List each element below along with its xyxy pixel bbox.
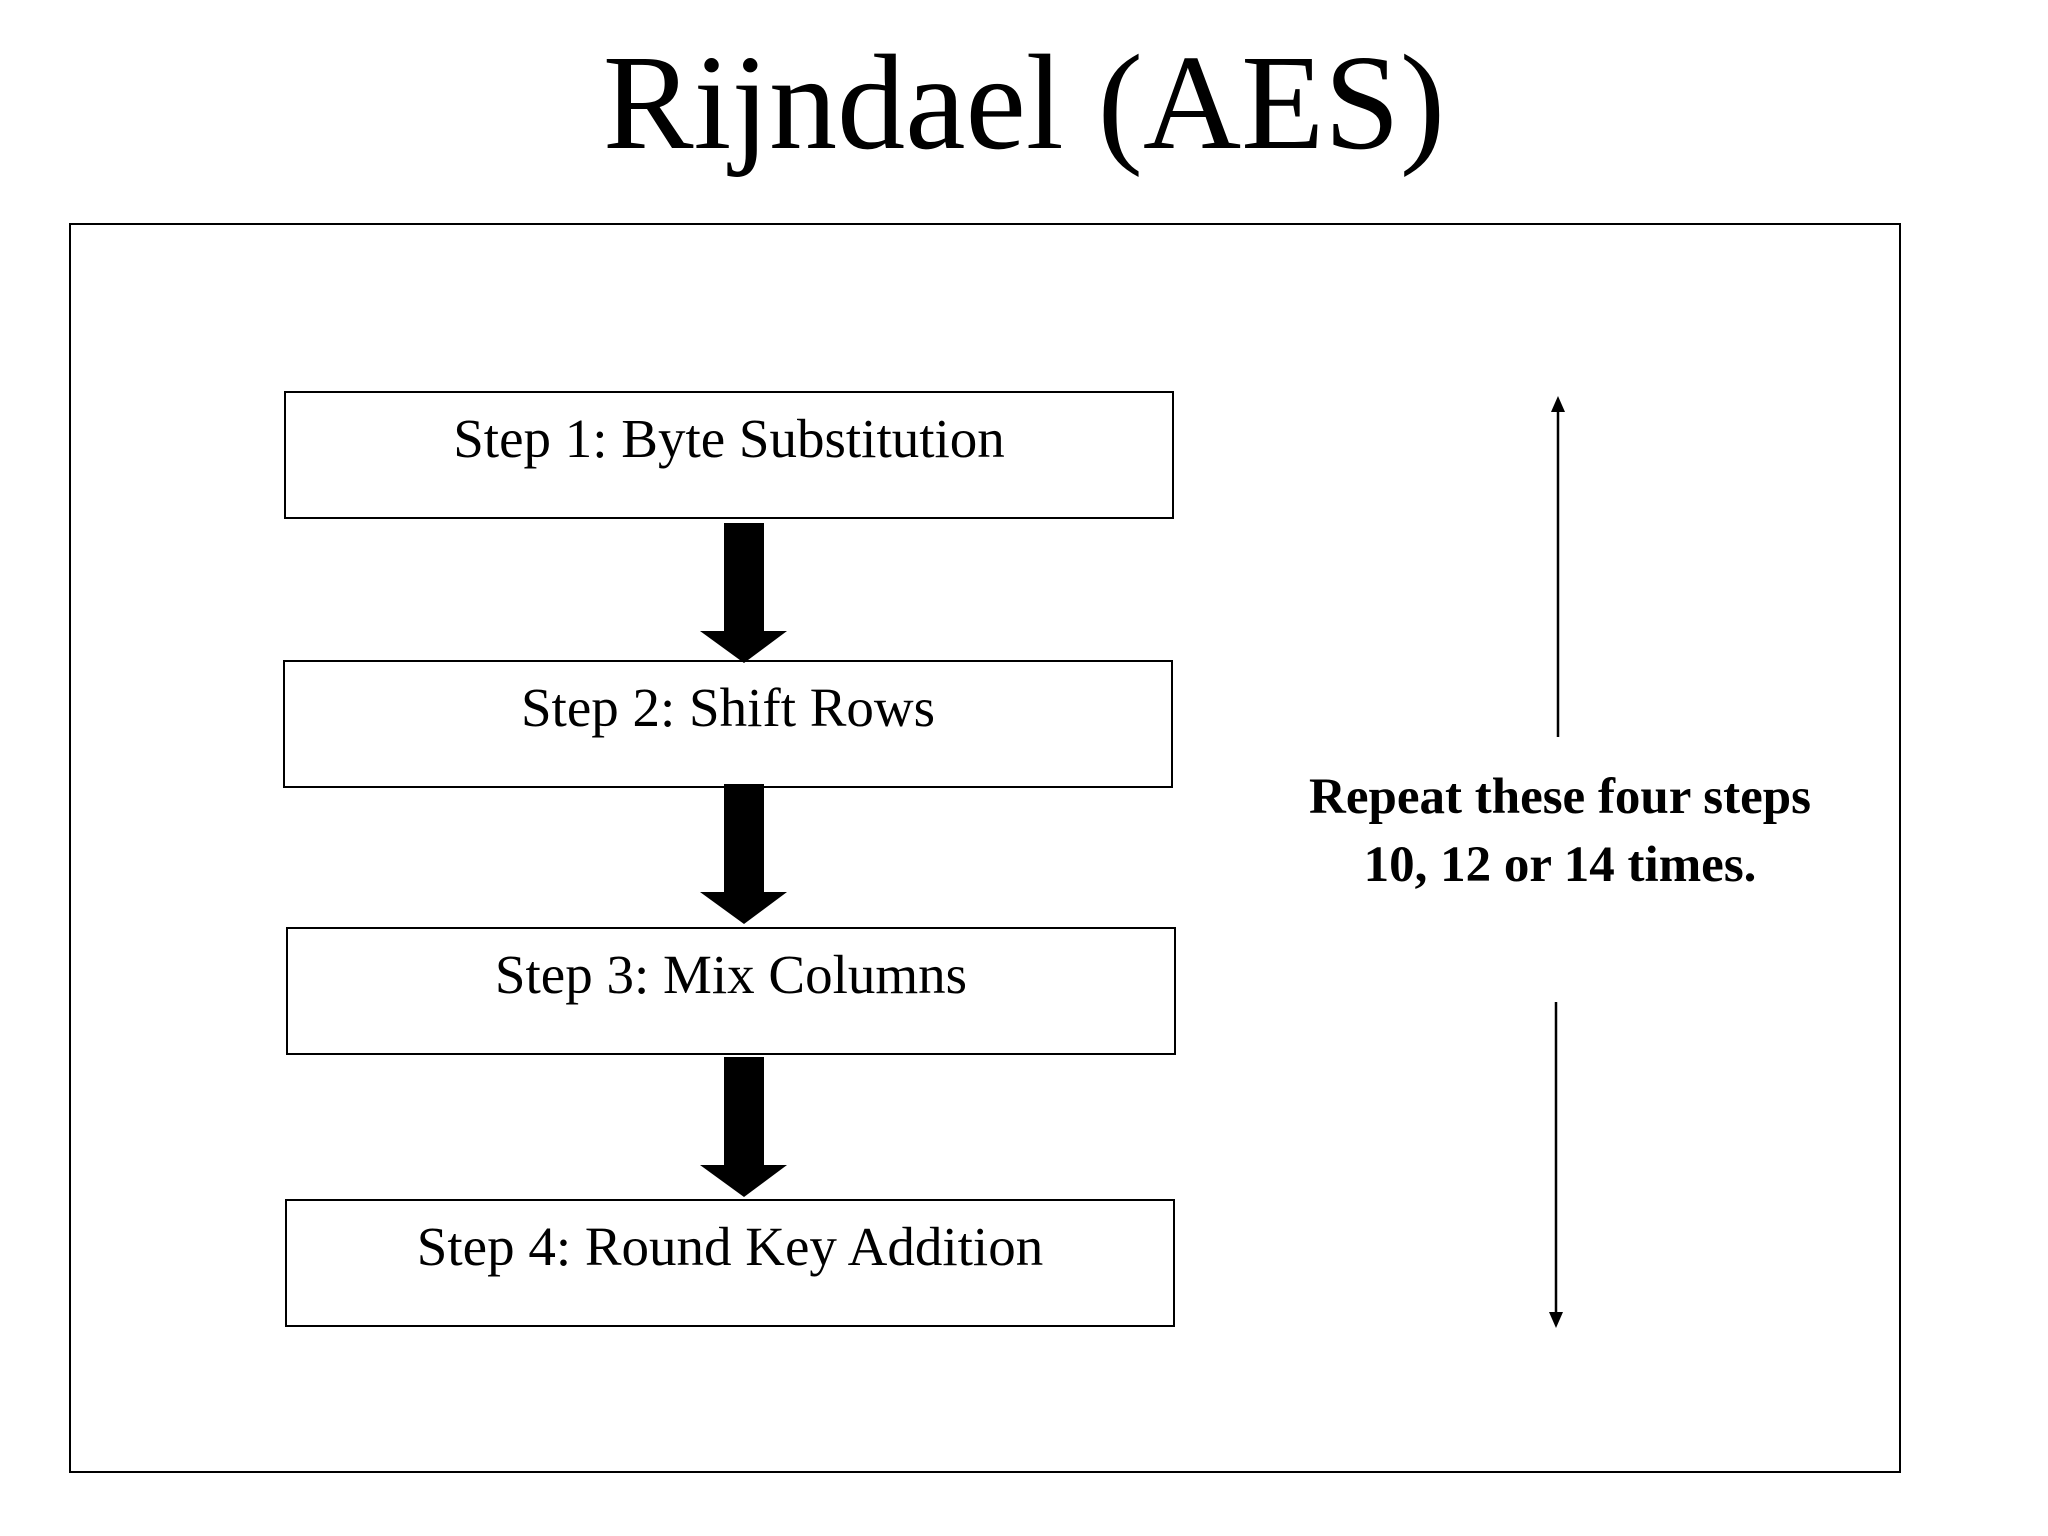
diagram-frame <box>69 223 1901 1473</box>
step-1-box: Step 1: Byte Substitution <box>284 391 1174 519</box>
repeat-up-arrowhead <box>1551 396 1565 412</box>
repeat-note: Repeat these four steps 10, 12 or 14 tim… <box>1309 769 1811 893</box>
step-3-box: Step 3: Mix Columns <box>286 927 1176 1055</box>
flow-arrow-2-to-3 <box>700 784 787 924</box>
step-4-box: Step 4: Round Key Addition <box>285 1199 1175 1327</box>
slide-title: Rijndael (AES) <box>602 28 1446 178</box>
flow-arrow-1-to-2 <box>700 523 787 663</box>
repeat-down-arrowhead <box>1549 1312 1563 1328</box>
flow-arrow-3-to-4 <box>700 1057 787 1197</box>
step-2-box: Step 2: Shift Rows <box>283 660 1173 788</box>
